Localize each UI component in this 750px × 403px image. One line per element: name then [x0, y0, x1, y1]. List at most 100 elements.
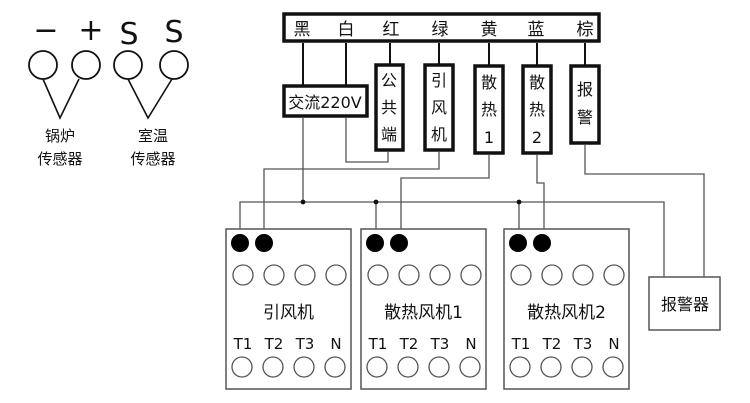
s-sign-2: S: [164, 15, 183, 50]
terminal-hole: [541, 264, 563, 286]
fan-title: 散热风机1: [384, 303, 463, 323]
terminal-hole: [571, 356, 593, 378]
room-s-terminal-2: [159, 50, 189, 80]
function-draft-char-3: 机: [431, 125, 447, 144]
terminal-label: T1: [233, 335, 253, 353]
alarm-device-label: 报警器: [661, 295, 709, 314]
power-terminal: [533, 234, 551, 252]
power-terminal: [366, 234, 384, 252]
boiler-plus-terminal: [71, 50, 101, 80]
function-draft-char-2: 风: [431, 98, 447, 117]
fan-title: 引风机: [263, 303, 314, 323]
power-terminal: [509, 234, 527, 252]
room-sensor-label-2: 传感器: [130, 150, 175, 168]
power-terminal: [390, 234, 408, 252]
fan-title: 散热风机2: [527, 303, 606, 323]
terminal-hole: [572, 264, 594, 286]
terminal-hole: [428, 356, 450, 378]
terminal-hole: [460, 264, 482, 286]
terminal-hole: [293, 356, 315, 378]
terminal-label: T1: [368, 335, 388, 353]
terminal-hole: [231, 356, 253, 378]
room-sensor-label-1: 室温: [138, 127, 168, 145]
boiler-sensor-leads: [42, 78, 80, 120]
power-box: 交流220V: [282, 84, 369, 118]
wire-yellow: 黄: [481, 20, 498, 40]
terminal-hole: [366, 356, 388, 378]
function-cooling1-char-3: 1: [484, 128, 494, 147]
terminal-hole: [429, 264, 451, 286]
function-cooling1-frame: [473, 64, 505, 155]
function-cooling2-char-2: 热: [529, 100, 545, 119]
terminal-label: T3: [430, 335, 450, 353]
wire-white: 白: [338, 20, 355, 40]
terminal-hole: [325, 264, 347, 286]
junction-dot: [373, 199, 379, 205]
function-cooling1-char-2: 热: [481, 100, 497, 119]
terminal-label: T2: [542, 335, 562, 353]
function-cooling2-frame: [521, 64, 553, 155]
terminal-label: T2: [399, 335, 419, 353]
junction-dot: [516, 199, 522, 205]
function-common-char-3: 端: [381, 125, 397, 144]
white-to-common: [345, 117, 389, 163]
terminal-label: N: [330, 335, 341, 353]
terminal-hole: [398, 264, 420, 286]
terminal-hole: [367, 264, 389, 286]
draft-fan-wire: [263, 151, 440, 233]
boiler-sensor-label-1: 锅炉: [45, 127, 75, 145]
function-alarm-char-2: 警: [577, 108, 593, 127]
terminal-label: N: [465, 335, 476, 353]
function-alarm-frame: [569, 64, 601, 145]
terminal-hole: [232, 264, 254, 286]
terminal-hole: [263, 264, 285, 286]
wire-color-bar: 黑 白 红 绿 黄 蓝 棕: [282, 12, 601, 43]
room-sensor: S S 室温 传感器: [113, 15, 189, 168]
function-cooling1-char-1: 散: [481, 73, 497, 92]
terminal-label: N: [608, 335, 619, 353]
plus-sign: +: [78, 13, 103, 48]
power-terminal: [255, 234, 273, 252]
boiler-sensor-label-2: 传感器: [37, 150, 82, 168]
alarm-device-frame: [648, 276, 721, 331]
function-cooling-2: 散 热 2: [521, 64, 553, 155]
function-alarm: 报 警: [569, 64, 601, 145]
terminal-hole: [602, 356, 624, 378]
boiler-minus-terminal: [28, 50, 58, 80]
minus-sign: −: [33, 13, 58, 48]
function-common-frame: [374, 63, 405, 152]
s-sign-1: S: [119, 17, 138, 52]
cooling2-wire: [536, 154, 545, 233]
function-common: 公 共 端: [374, 63, 405, 152]
power-terminal: [231, 234, 249, 252]
wire-black: 黑: [294, 20, 311, 40]
function-draft-char-1: 引: [431, 71, 447, 90]
terminal-label: T1: [511, 335, 531, 353]
bar-leads: [302, 43, 586, 86]
boiler-sensor: − + 锅炉 传感器: [28, 13, 104, 168]
terminal-hole: [509, 356, 531, 378]
terminal-hole: [262, 356, 284, 378]
terminal-label: T3: [295, 335, 315, 353]
terminal-hole: [510, 264, 532, 286]
junction-dot: [300, 199, 306, 205]
fan-module: 引风机 T1 T2 T3 N: [225, 228, 352, 390]
function-draft-frame: [423, 63, 455, 152]
terminal-label: T2: [264, 335, 284, 353]
wire-green: 绿: [432, 20, 449, 40]
neutral-bus: [239, 201, 665, 277]
terminal-hole: [397, 356, 419, 378]
wire-brown: 棕: [577, 20, 594, 40]
power-box-frame: [282, 84, 369, 118]
terminal-hole: [324, 356, 346, 378]
alarm-device: 报警器: [648, 276, 721, 331]
function-draft-fan: 引 风 机: [423, 63, 455, 152]
function-common-char-1: 公: [381, 71, 397, 90]
terminal-hole: [294, 264, 316, 286]
wire-red: 红: [383, 20, 400, 40]
terminal-hole: [459, 356, 481, 378]
